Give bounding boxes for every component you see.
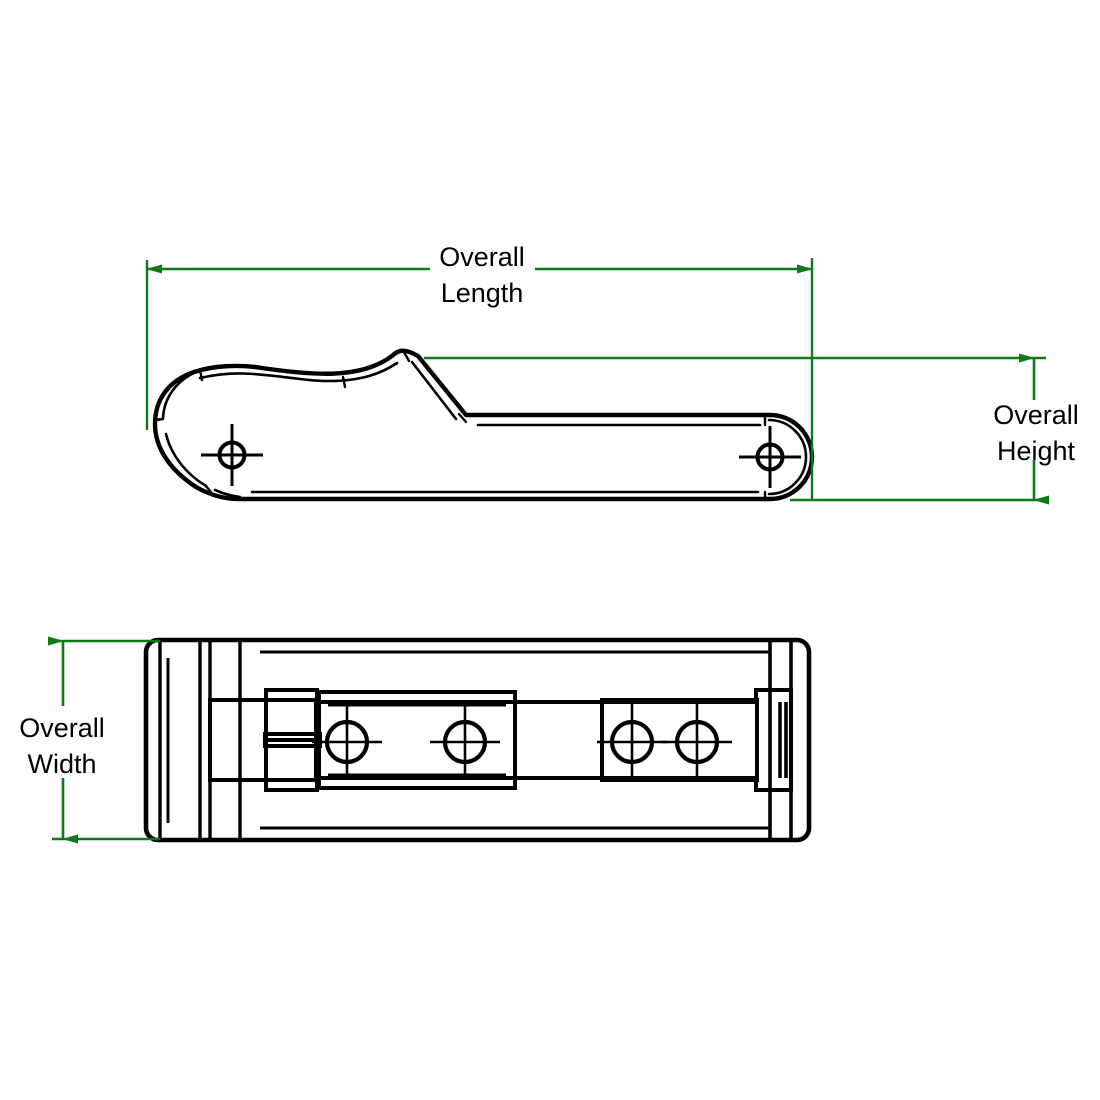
side-view-hole-right [739, 426, 801, 488]
plan-view-right-bands [768, 640, 793, 840]
plan-view-hole-3 [597, 702, 667, 782]
plan-view-hole-2 [430, 705, 500, 780]
plan-view-inner-edges [260, 650, 770, 830]
overall-width-label-line2: Width [27, 749, 96, 779]
dimension-overall-length: Overall Length [145, 242, 814, 500]
plan-view-hole-plate-left-centrelines [328, 703, 506, 777]
side-view-break-ticks [153, 350, 767, 502]
extension-lines [424, 356, 1046, 502]
centre-mark [201, 424, 263, 486]
overall-length-label-line2: Length [441, 278, 524, 308]
dimension-overall-height: Overall Height [424, 353, 1079, 505]
plan-view-hole-1 [312, 705, 382, 780]
extension-lines [145, 258, 814, 500]
overall-height-label-line2: Height [997, 436, 1076, 466]
overall-width-label-line1: Overall [19, 713, 105, 743]
dimension-overall-width: Overall Width [19, 636, 160, 844]
plan-view-hole-plate-right [600, 698, 759, 782]
plan-view [143, 637, 812, 843]
plan-view-hole-4 [662, 702, 732, 782]
side-view-inner-edges [161, 360, 808, 499]
side-view-hole-left [201, 424, 263, 486]
plan-view-outline [143, 637, 812, 843]
side-elevation-view [152, 348, 815, 502]
plan-view-hole-plate-left [317, 690, 517, 790]
plan-view-left-bands [158, 640, 242, 840]
centre-mark [739, 426, 801, 488]
overall-length-label-line1: Overall [439, 242, 525, 272]
plan-view-tongue [263, 732, 322, 748]
overall-height-label-line1: Overall [993, 400, 1079, 430]
